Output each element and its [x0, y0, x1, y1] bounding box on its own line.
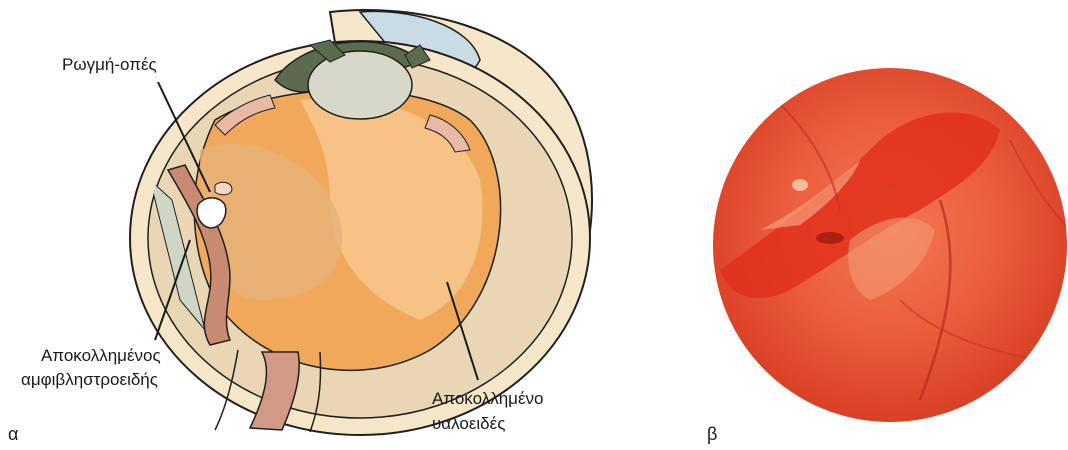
label-detached-vitreous-line1: Αποκολλημένο: [432, 389, 544, 408]
label-detached-retina-line1: Αποκολλημένος: [41, 346, 161, 365]
lens: [308, 51, 412, 119]
bright-spot: [792, 179, 808, 191]
retinal-flap: [215, 182, 232, 195]
label-tear: Ρωγμή-οπές: [62, 55, 157, 74]
retinal-tear: [197, 198, 226, 228]
label-detached-retina-line2: αμφιβληστροειδής: [21, 370, 158, 389]
eye-diagram: Ρωγμή-οπές Αποκολλημένος αμφιβληστροειδή…: [8, 10, 592, 444]
fundus-photo: β: [707, 68, 1068, 444]
dark-spot: [816, 232, 844, 244]
panel-letter-b: β: [707, 424, 717, 444]
panel-letter-a: α: [8, 424, 18, 444]
label-detached-vitreous-line2: υαλοειδές: [432, 414, 505, 433]
